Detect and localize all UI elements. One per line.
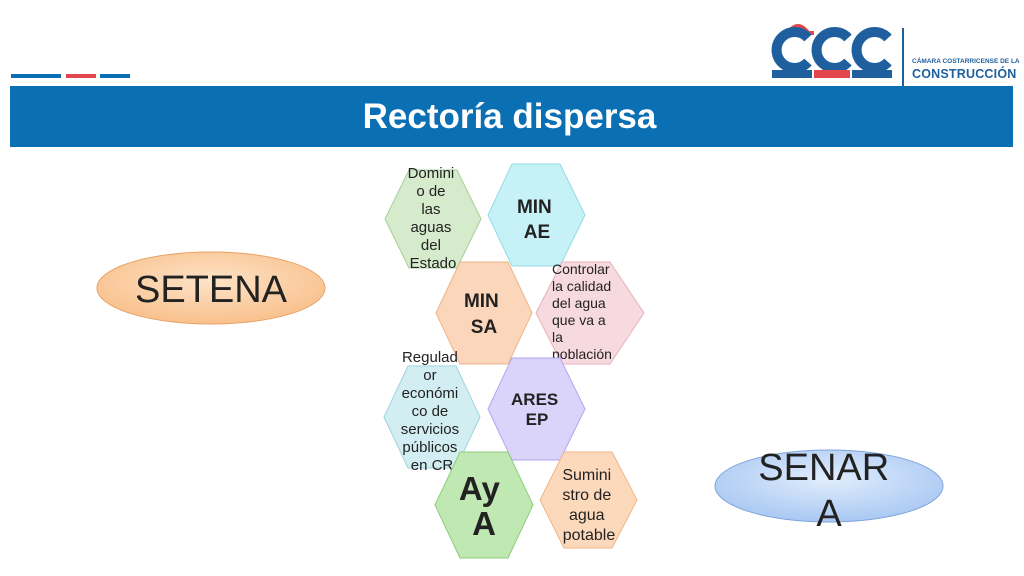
hex-aya: Ay A <box>434 451 534 559</box>
svg-text:Domini o de las: Domini o de las aguas del Estado <box>408 165 459 272</box>
hex-suministro-line-4: potable <box>563 527 616 544</box>
svg-text:Ay A: Ay A <box>459 470 509 542</box>
hex-regulador-line-5: servicios <box>401 421 459 438</box>
hex-minae: MIN AE <box>487 163 586 267</box>
hex-regulador-line-2: or <box>423 367 436 384</box>
hex-minsa-line-1: MIN <box>464 291 499 312</box>
decor-line-red <box>66 74 96 78</box>
logo-letter-c-3 <box>851 27 892 73</box>
svg-text:MIN SA: MIN SA <box>464 291 504 338</box>
senara-label: SENAR A <box>758 447 899 535</box>
hex-controlar-line-3: del agua <box>552 295 606 311</box>
hex-suministro-line-1: Sumini <box>562 467 611 484</box>
svg-text:Regulad or económi: Regulad or económi co de servicios públi… <box>401 349 464 474</box>
hex-dominio-line-5: del <box>421 237 441 254</box>
hex-aresep-line-1: ARES <box>511 390 558 409</box>
senara-ellipse: SENAR A <box>714 447 944 535</box>
title-banner: Rectoría dispersa <box>10 86 1013 147</box>
hex-aya-line-1: Ay <box>459 470 501 507</box>
hex-controlar-line-2: la calidad <box>552 278 611 294</box>
hex-dominio: Domini o de las aguas del Estado <box>384 165 482 272</box>
logo-divider <box>902 28 904 86</box>
hex-regulador: Regulad or económi co de servicios públi… <box>383 349 481 474</box>
logo-org-name: CONSTRUCCIÓN <box>912 67 1017 81</box>
senara-label-line-1: SENAR <box>758 447 889 489</box>
logo-letter-c-1 <box>771 27 812 73</box>
hex-controlar-line-6: población <box>552 346 612 362</box>
decor-line-blue-2 <box>100 74 130 78</box>
hex-minae-line-1: MIN <box>517 197 552 218</box>
page-title: Rectoría dispersa <box>362 96 657 136</box>
hex-dominio-line-4: aguas <box>410 219 451 236</box>
logo-org-line: CÁMARA COSTARRICENSE DE LA <box>912 58 1020 65</box>
hex-controlar-line-4: que va a <box>552 312 606 328</box>
senara-label-line-2: A <box>816 493 842 535</box>
ccc-logo-mark <box>771 24 892 78</box>
hex-regulador-line-3: económi <box>402 385 459 402</box>
setena-ellipse: SETENA <box>96 251 326 325</box>
svg-text:Sumini stro de agu: Sumini stro de agua potable <box>562 467 615 544</box>
hex-minsa-line-2: SA <box>471 317 498 338</box>
svg-text:MIN AE: MIN AE <box>517 197 557 243</box>
svg-text:ARES EP: ARES EP <box>511 390 563 429</box>
hex-dominio-line-6: Estado <box>410 255 457 272</box>
decor-line-blue-1 <box>11 74 61 78</box>
logo-letter-c-2 <box>811 27 852 73</box>
hex-suministro-line-2: stro de <box>562 487 611 504</box>
setena-label: SETENA <box>135 269 288 311</box>
hex-regulador-line-6: públicos <box>402 439 457 456</box>
hex-aya-line-2: A <box>472 505 496 542</box>
hex-aresep: ARES EP <box>487 357 586 461</box>
hex-dominio-line-1: Domini <box>408 165 455 182</box>
hex-regulador-line-4: co de <box>412 403 449 420</box>
hex-regulador-line-7: en CR <box>411 457 454 474</box>
hex-minsa: MIN SA <box>435 261 533 365</box>
hex-minae-line-2: AE <box>524 222 550 243</box>
hex-dominio-line-3: las <box>421 201 440 218</box>
ccc-logo: CÁMARA COSTARRICENSE DE LA CONSTRUCCIÓN <box>768 10 1020 86</box>
hex-controlar-line-5: la <box>552 329 563 345</box>
hex-regulador-line-1: Regulad <box>402 349 458 366</box>
hex-dominio-line-2: o de <box>416 183 445 200</box>
svg-text:Controlar la calidad: Controlar la calidad del agua que va a l… <box>552 261 615 362</box>
hex-suministro-line-3: agua <box>569 507 605 524</box>
hex-suministro: Sumini stro de agua potable <box>539 451 638 549</box>
hex-controlar-line-1: Controlar <box>552 261 610 277</box>
hex-controlar: Controlar la calidad del agua que va a l… <box>535 261 645 365</box>
hex-aresep-line-2: EP <box>526 410 549 429</box>
